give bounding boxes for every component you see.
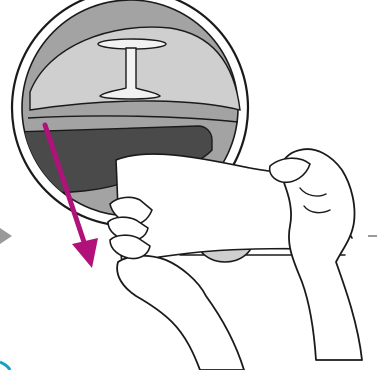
side-arrow-marker-left — [0, 228, 12, 244]
corner-accent — [0, 362, 10, 370]
